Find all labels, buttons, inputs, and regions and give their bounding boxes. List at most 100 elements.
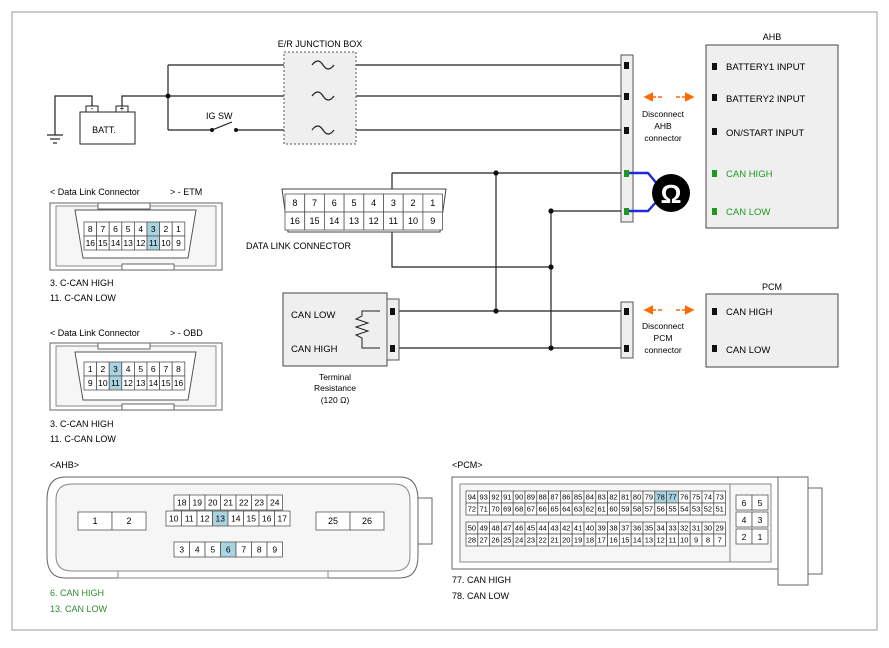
resistor-can-low: CAN LOW [291,310,335,321]
ohm-symbol: Ω [661,179,682,209]
pcm-legend-can-low: 78. CAN LOW [452,591,510,601]
ahb-row1-pin-label: 24 [270,498,280,508]
obd-bottom-pin-label: 12 [123,378,133,388]
ahb-row3-pin-label: 7 [241,545,246,555]
pcm-module: PCM CAN HIGH CAN LOW [705,282,839,368]
dlc-obd-legend-2: 11. C-CAN LOW [50,434,116,444]
pcm-aux-pin-label: 4 [742,515,747,525]
dlc-label: DATA LINK CONNECTOR [246,241,352,251]
etm-top-pin-label: 4 [138,224,143,234]
dlc-obd-legend-1: 3. C-CAN HIGH [50,419,114,429]
pcm-row4-pin-label: 17 [598,536,606,545]
probe-wire-high [629,171,659,186]
pcm-row3-pin-label: 38 [609,524,617,533]
ahb-left-pin-label: 1 [92,516,97,526]
etm-bottom-pin-label: 15 [98,238,108,248]
obd-bottom-pin-label: 11 [111,378,120,388]
pcm-row2-pin-label: 54 [680,505,688,514]
pcm-row1-pin-label: 92 [491,493,499,502]
pcm-aux-pin-label: 3 [758,515,763,525]
etm-bottom-pin-label: 13 [123,238,133,248]
dlc-top-pin-label: 6 [332,198,337,208]
ahb-right-pin-label: 26 [362,516,372,526]
pcm-row4-pin-label: 22 [539,536,547,545]
pcm-row2-pin-label: 55 [668,505,676,514]
disconnect-ahb-line1: Disconnect [642,109,685,119]
pcm-row1-pin-label: 74 [704,493,712,502]
pcm-row4-pin-label: 11 [669,536,677,545]
pcm-row1-pin-label: 91 [503,493,511,502]
pcm-row4-pin-label: 19 [574,536,582,545]
pcm-aux-pin-label: 5 [758,498,763,508]
pcm-row4-pin-label: 7 [718,536,722,545]
obd-bottom-pin-label: 9 [88,378,93,388]
ahb-row2-pin-label: 16 [262,514,272,524]
resistor-can-high: CAN HIGH [291,344,338,355]
ahb-pin-battery1: BATTERY1 INPUT [726,62,806,73]
junction-box-label: E/R JUNCTION BOX [278,39,363,49]
obd-top-pin-label: 5 [138,364,143,374]
pcm-module-title: PCM [762,282,782,292]
pcm-row4-pin-label: 24 [515,536,523,545]
ahb-row2-pin-label: 17 [278,514,288,524]
dlc-bottom-pin-label: 13 [349,216,359,226]
etm-bottom-cell [171,235,186,251]
dlc-top-pin-label: 1 [430,198,435,208]
dlc-etm-legend-1: 3. C-CAN HIGH [50,278,114,288]
pcm-row3-pin-label: 31 [692,524,700,533]
pcm-row2-pin-label: 63 [574,505,582,514]
pcm-row2-pin-label: 72 [468,505,476,514]
ahb-pin-battery2: BATTERY2 INPUT [726,94,806,105]
disconnect-pcm-line1: Disconnect [642,321,685,331]
pcm-row1-pin-label: 75 [692,493,700,502]
pcm-row4-pin-label: 20 [562,536,570,545]
pcm-aux-pin-label: 2 [742,532,747,542]
pcm-row3-pin-label: 49 [480,524,488,533]
pcm-row4-pin-label: 14 [633,536,641,545]
dlc-bottom-pin-label: 11 [389,216,398,226]
pcm-row4-pin-label: 16 [609,536,617,545]
pcm-row1-pin-label: 79 [645,493,653,502]
obd-top-pin-label: 2 [101,364,106,374]
pcm-row4-pin-label: 18 [586,536,594,545]
pcm-row1-pin-label: 77 [668,493,676,502]
pcm-row2-pin-label: 51 [716,505,724,514]
probe-wire-low [629,199,659,213]
pcm-row2-pin-label: 59 [621,505,629,514]
terminal-resistor: CAN LOW CAN HIGH Terminal Resistance (12… [282,292,400,405]
ahb-row3-pin-label: 6 [226,545,231,555]
pcm-row3-pin-label: 37 [621,524,629,533]
resistor-caption-1: Terminal [319,372,351,382]
pcm-aux-pin-label: 6 [742,498,747,508]
pcm-row3-pin-label: 39 [598,524,606,533]
ahb-module: AHB BATTERY1 INPUT BATTERY2 INPUT ON/STA… [705,32,839,229]
pcm-row3-pin-label: 48 [491,524,499,533]
pcm-pin-can-low: CAN LOW [726,345,770,356]
pcm-row1-pin-label: 87 [550,493,558,502]
pcm-row4-pin-label: 28 [468,536,476,545]
pcm-row1-pin-label: 80 [633,493,641,502]
pcm-row1-pin-label: 86 [562,493,570,502]
dlc-bottom-pin-label: 16 [290,216,300,226]
dlc-top-pin-label: 5 [351,198,356,208]
pcm-row4-pin-label: 25 [503,536,511,545]
pcm-aux-cell [751,511,769,528]
pcm-row2-pin-label: 58 [633,505,641,514]
dlc-obd-title-left: < Data Link Connector [50,328,140,338]
ahb-legend-can-high: 6. CAN HIGH [50,588,104,598]
pcm-row1-pin-label: 94 [468,493,476,502]
pcm-row4-cell [713,533,726,547]
pcm-row3-pin-label: 36 [633,524,641,533]
pcm-row4-pin-label: 13 [645,536,653,545]
dlc-bottom-pin-label: 15 [310,216,320,226]
pcm-row1-pin-label: 83 [598,493,606,502]
dlc-bottom-pin-label: 10 [408,216,418,226]
pcm-row3-pin-label: 43 [550,524,558,533]
pcm-row4-pin-label: 27 [480,536,488,545]
ahb-legend-can-low: 13. CAN LOW [50,604,108,614]
ahb-row1-pin-label: 19 [193,498,203,508]
battery-label: BATT. [92,125,116,135]
ahb-row2-cell [274,510,291,527]
